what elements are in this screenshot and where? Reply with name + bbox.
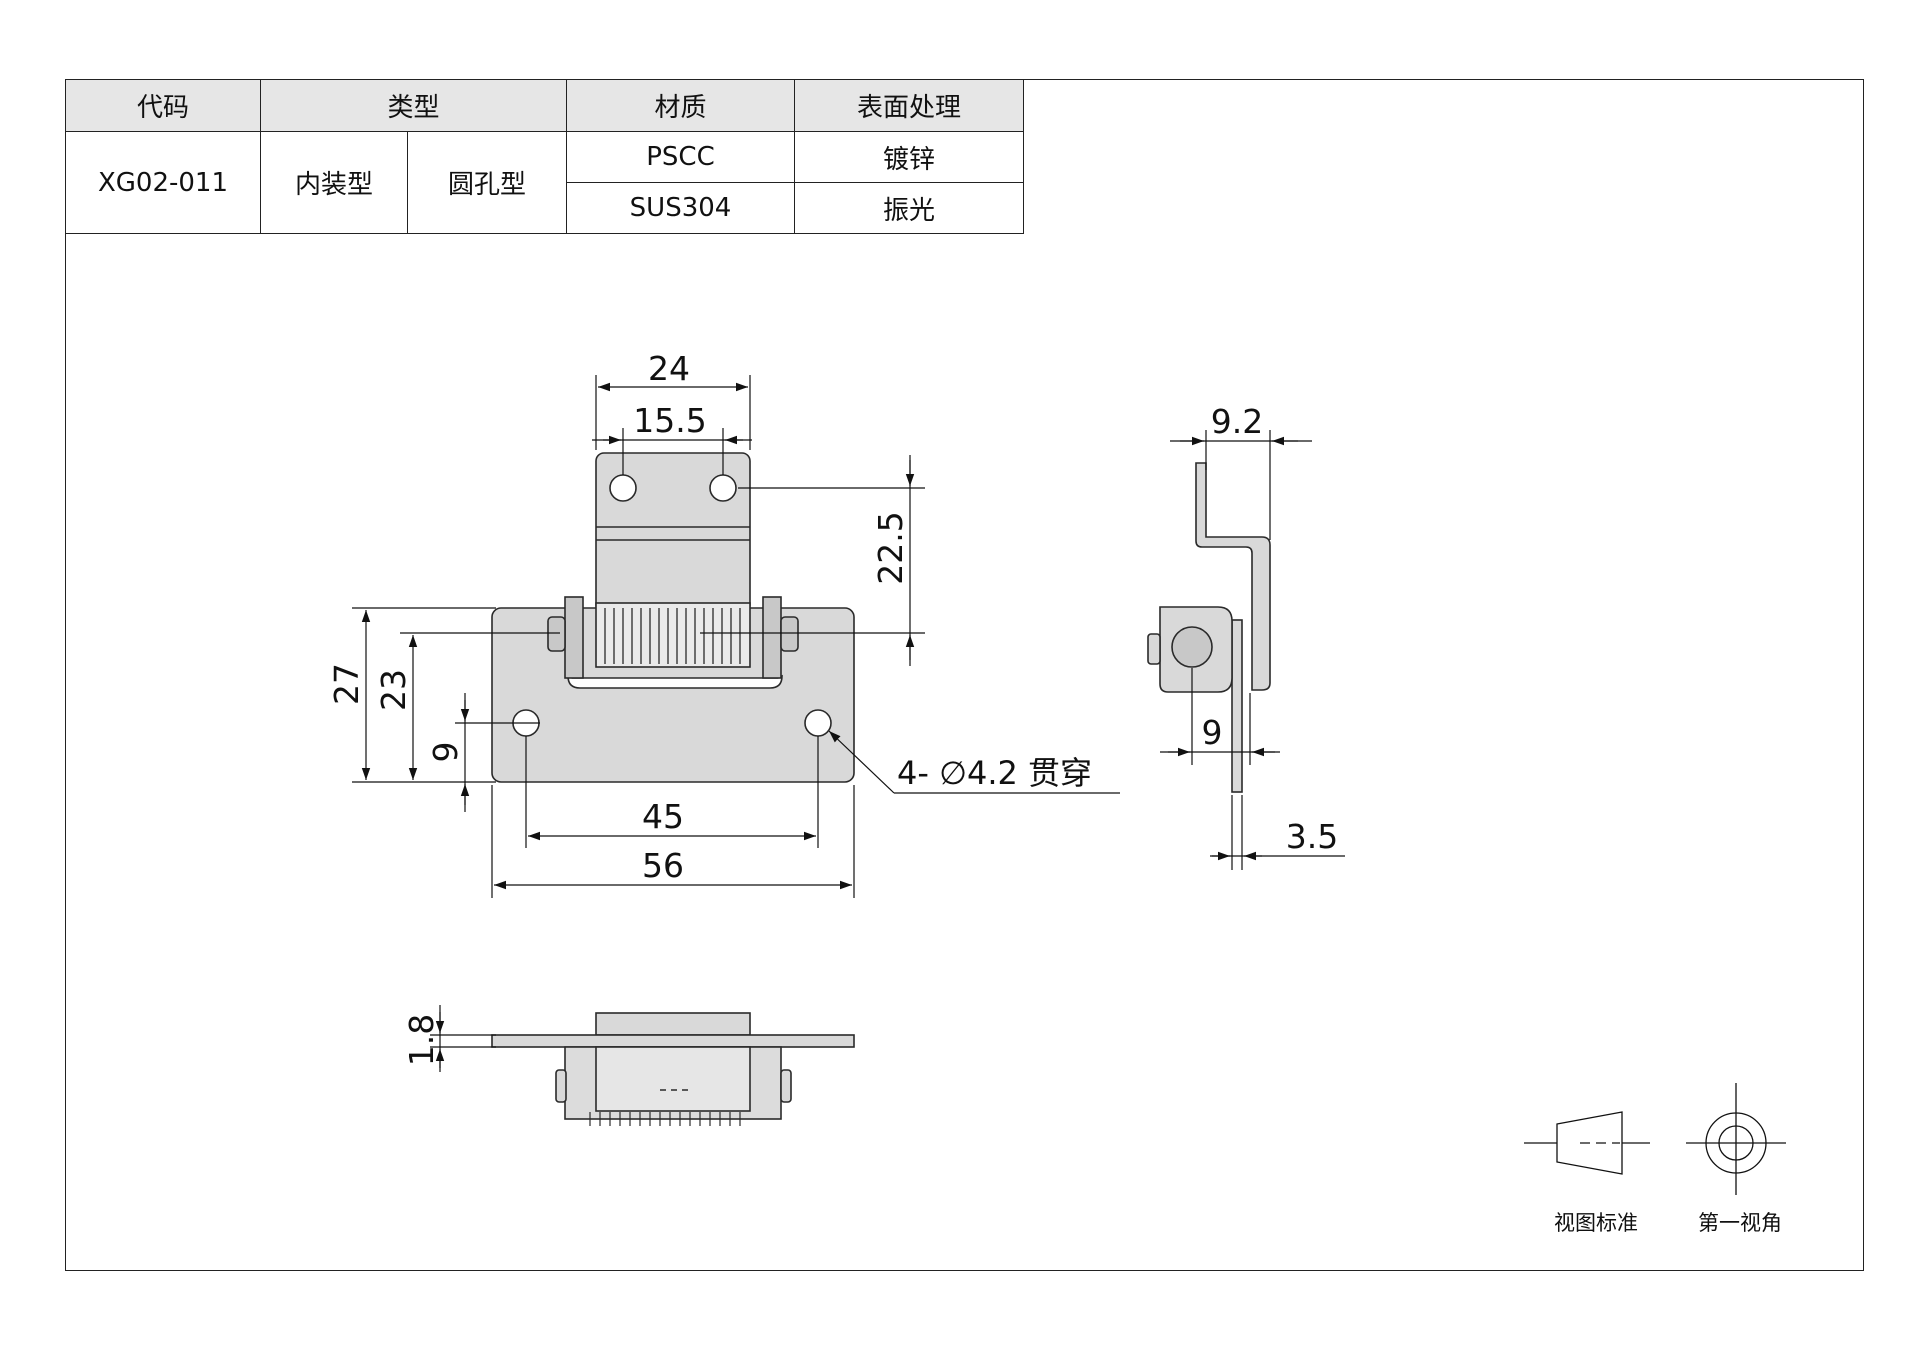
hinge-knuckle — [564, 596, 584, 679]
hinge-pin-end — [780, 616, 799, 652]
dim-label-3-5: 3.5 — [1286, 817, 1338, 856]
legend-view-standard: 视图标准 — [1554, 1211, 1638, 1235]
first-angle-icon — [1705, 1112, 1767, 1174]
side-leaf-profile — [1195, 462, 1271, 691]
cell-type-hole: 圆孔型 — [407, 131, 567, 234]
spec-table: 代码 类型 材质 表面处理 XG02-011 内装型 圆孔型 PSCC 镀锌 S… — [65, 79, 1024, 234]
table-row: SUS304 振光 — [66, 182, 1024, 234]
hinge-knuckle — [762, 596, 782, 679]
dim-label-24: 24 — [648, 349, 690, 388]
side-pin — [1171, 626, 1213, 668]
side-base-profile — [1231, 619, 1243, 793]
mounting-hole — [804, 709, 832, 737]
dim-label-15-5: 15.5 — [633, 401, 706, 440]
front-dimension-labels: 24 15.5 22.5 27 23 9 45 56 4- ∅4.2 贯穿 — [327, 349, 1092, 885]
dim-label-56: 56 — [642, 846, 684, 885]
bottom-leaf — [595, 1012, 751, 1036]
table-row: XG02-011 内装型 圆孔型 PSCC 镀锌 — [65, 131, 1024, 234]
hole-callout: 4- ∅4.2 贯穿 — [897, 754, 1092, 792]
legend-first-angle: 第一视角 — [1698, 1211, 1782, 1235]
bottom-pin-end — [780, 1069, 792, 1103]
bottom-view — [491, 1012, 855, 1126]
cell-code: XG02-011 — [65, 131, 261, 234]
side-view — [1147, 462, 1271, 793]
front-view — [491, 452, 855, 783]
bottom-pin-end — [555, 1069, 567, 1103]
spring-coils — [604, 608, 741, 664]
header-surface: 表面处理 — [794, 79, 1024, 132]
projection-symbol — [1524, 1083, 1786, 1195]
dim-label-1-8: 1.8 — [402, 1014, 441, 1066]
header-type: 类型 — [260, 79, 567, 132]
dim-label-23: 23 — [374, 669, 413, 711]
front-dimensions — [352, 375, 1120, 898]
dim-label-22-5: 22.5 — [871, 511, 910, 584]
hinge-pin-end — [547, 616, 566, 652]
side-dimension-labels: 9.2 9 3.5 — [1202, 402, 1339, 856]
header-material: 材质 — [566, 79, 795, 132]
bottom-dimensions — [430, 1005, 496, 1072]
hole-leader — [828, 730, 895, 794]
table-header-row: 代码 类型 材质 表面处理 — [65, 79, 1024, 132]
cell-material-2: SUS304 — [566, 182, 795, 234]
legend-labels: 视图标准 第一视角 — [1554, 1211, 1782, 1235]
dim-label-side-9: 9 — [1202, 713, 1223, 752]
dim-label-9-2: 9.2 — [1211, 402, 1263, 441]
dim-label-9: 9 — [426, 742, 465, 763]
torsion-spring — [595, 602, 751, 668]
bottom-plate — [491, 1034, 855, 1048]
cell-material-1: PSCC — [566, 131, 795, 183]
dim-label-27: 27 — [327, 663, 366, 705]
side-dimensions — [1160, 430, 1345, 870]
mounting-hole — [609, 474, 637, 502]
dim-label-45: 45 — [642, 797, 684, 836]
side-pin-end — [1147, 633, 1161, 665]
cell-surface-2: 振光 — [794, 182, 1024, 234]
cell-surface-1: 镀锌 — [794, 131, 1024, 183]
mounting-hole — [709, 474, 737, 502]
